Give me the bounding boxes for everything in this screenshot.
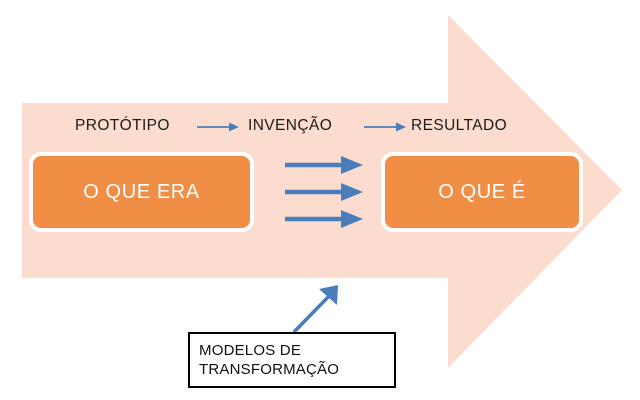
- state-box-before-label: O QUE ERA: [83, 180, 200, 203]
- state-box-before[interactable]: O QUE ERA: [29, 152, 254, 232]
- callout-pointer-arrow-icon: [292, 285, 338, 334]
- stage-connector-2-icon: [364, 122, 406, 132]
- stage-label-invencao: INVENÇÃO: [248, 117, 333, 134]
- transformation-arrow-1: [285, 156, 363, 174]
- state-box-after[interactable]: O QUE É: [381, 152, 583, 232]
- transformation-arrow-2: [285, 183, 363, 201]
- stage-label-prototipo: PROTÓTIPO: [75, 117, 170, 134]
- callout-line-2: TRANSFORMAÇÃO: [199, 361, 340, 378]
- transformation-arrows-group: [285, 156, 363, 228]
- transformation-arrow-3: [285, 210, 363, 228]
- state-box-after-label: O QUE É: [438, 180, 526, 203]
- callout-box[interactable]: MODELOS DE TRANSFORMAÇÃO: [188, 332, 396, 388]
- callout-line-1: MODELOS DE: [199, 342, 302, 359]
- stage-connector-1-icon: [197, 122, 239, 132]
- stage-label-resultado: RESULTADO: [411, 117, 508, 134]
